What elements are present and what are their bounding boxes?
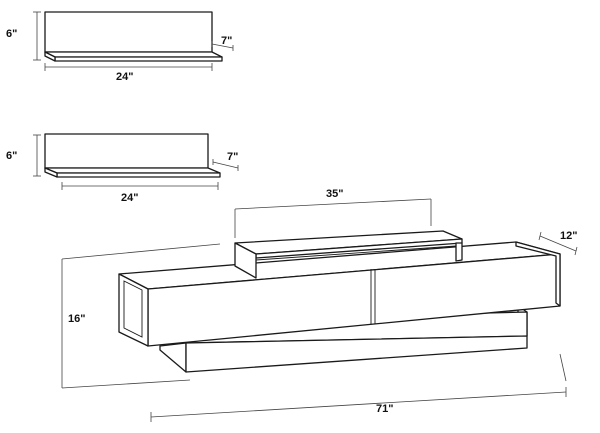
shelf2-back-panel [44,133,209,169]
topper-left-side [234,242,257,279]
shelf2-board-front [56,172,221,178]
shelf2-width-dimension: 24" [61,182,219,204]
shelf1-back-panel [44,11,213,53]
shelf2-board-left [44,167,58,178]
topper-right-leg [455,242,463,262]
shelf1-depth-dimension: 7" [211,35,234,51]
plinth-left-face [159,342,187,373]
shelf1-board-left [44,51,56,62]
cabinet-left-opening [118,273,149,347]
wall-shelf-bottom [44,133,221,178]
cabinet-opening-inner [123,280,143,338]
shelf2-width-label: 24" [121,192,138,204]
shelf1-width-dimension: 24" [44,63,213,83]
shelf2-board-top [44,167,221,174]
shelf1-board-top [44,51,223,58]
console-height-label: 16" [68,313,85,325]
console-topper-shelf [234,230,463,279]
topper-shadow-line [255,245,457,261]
shelf1-height-dimension: 6" [6,11,41,61]
console-depth-extension-line [61,243,221,389]
plinth-front-lower [185,335,528,373]
shelf1-width-label: 24" [116,71,133,83]
shelf2-depth-dimension: 7" [212,151,239,171]
shelf2-height-dimension: 6" [6,134,41,177]
shelf1-height-label: 6" [6,28,17,40]
cabinet-right-edge [515,241,561,307]
console-cabinet [118,241,561,347]
console-width-dimension: 71" [150,353,567,422]
shelf2-depth-label: 7" [227,151,238,163]
console-depth-label: 12" [560,230,577,242]
console-depth-dimension: 12" [538,230,577,256]
console-width-label: 71" [376,403,393,415]
topper-width-label: 35" [326,188,343,200]
shelf1-depth-label: 7" [221,35,232,47]
console-height-dimension: 16" [68,313,85,325]
shelf1-board-front [54,56,223,62]
shelf2-height-label: 6" [6,150,17,162]
wall-shelf-top [44,11,223,62]
topper-width-dimension: 35" [234,188,432,238]
